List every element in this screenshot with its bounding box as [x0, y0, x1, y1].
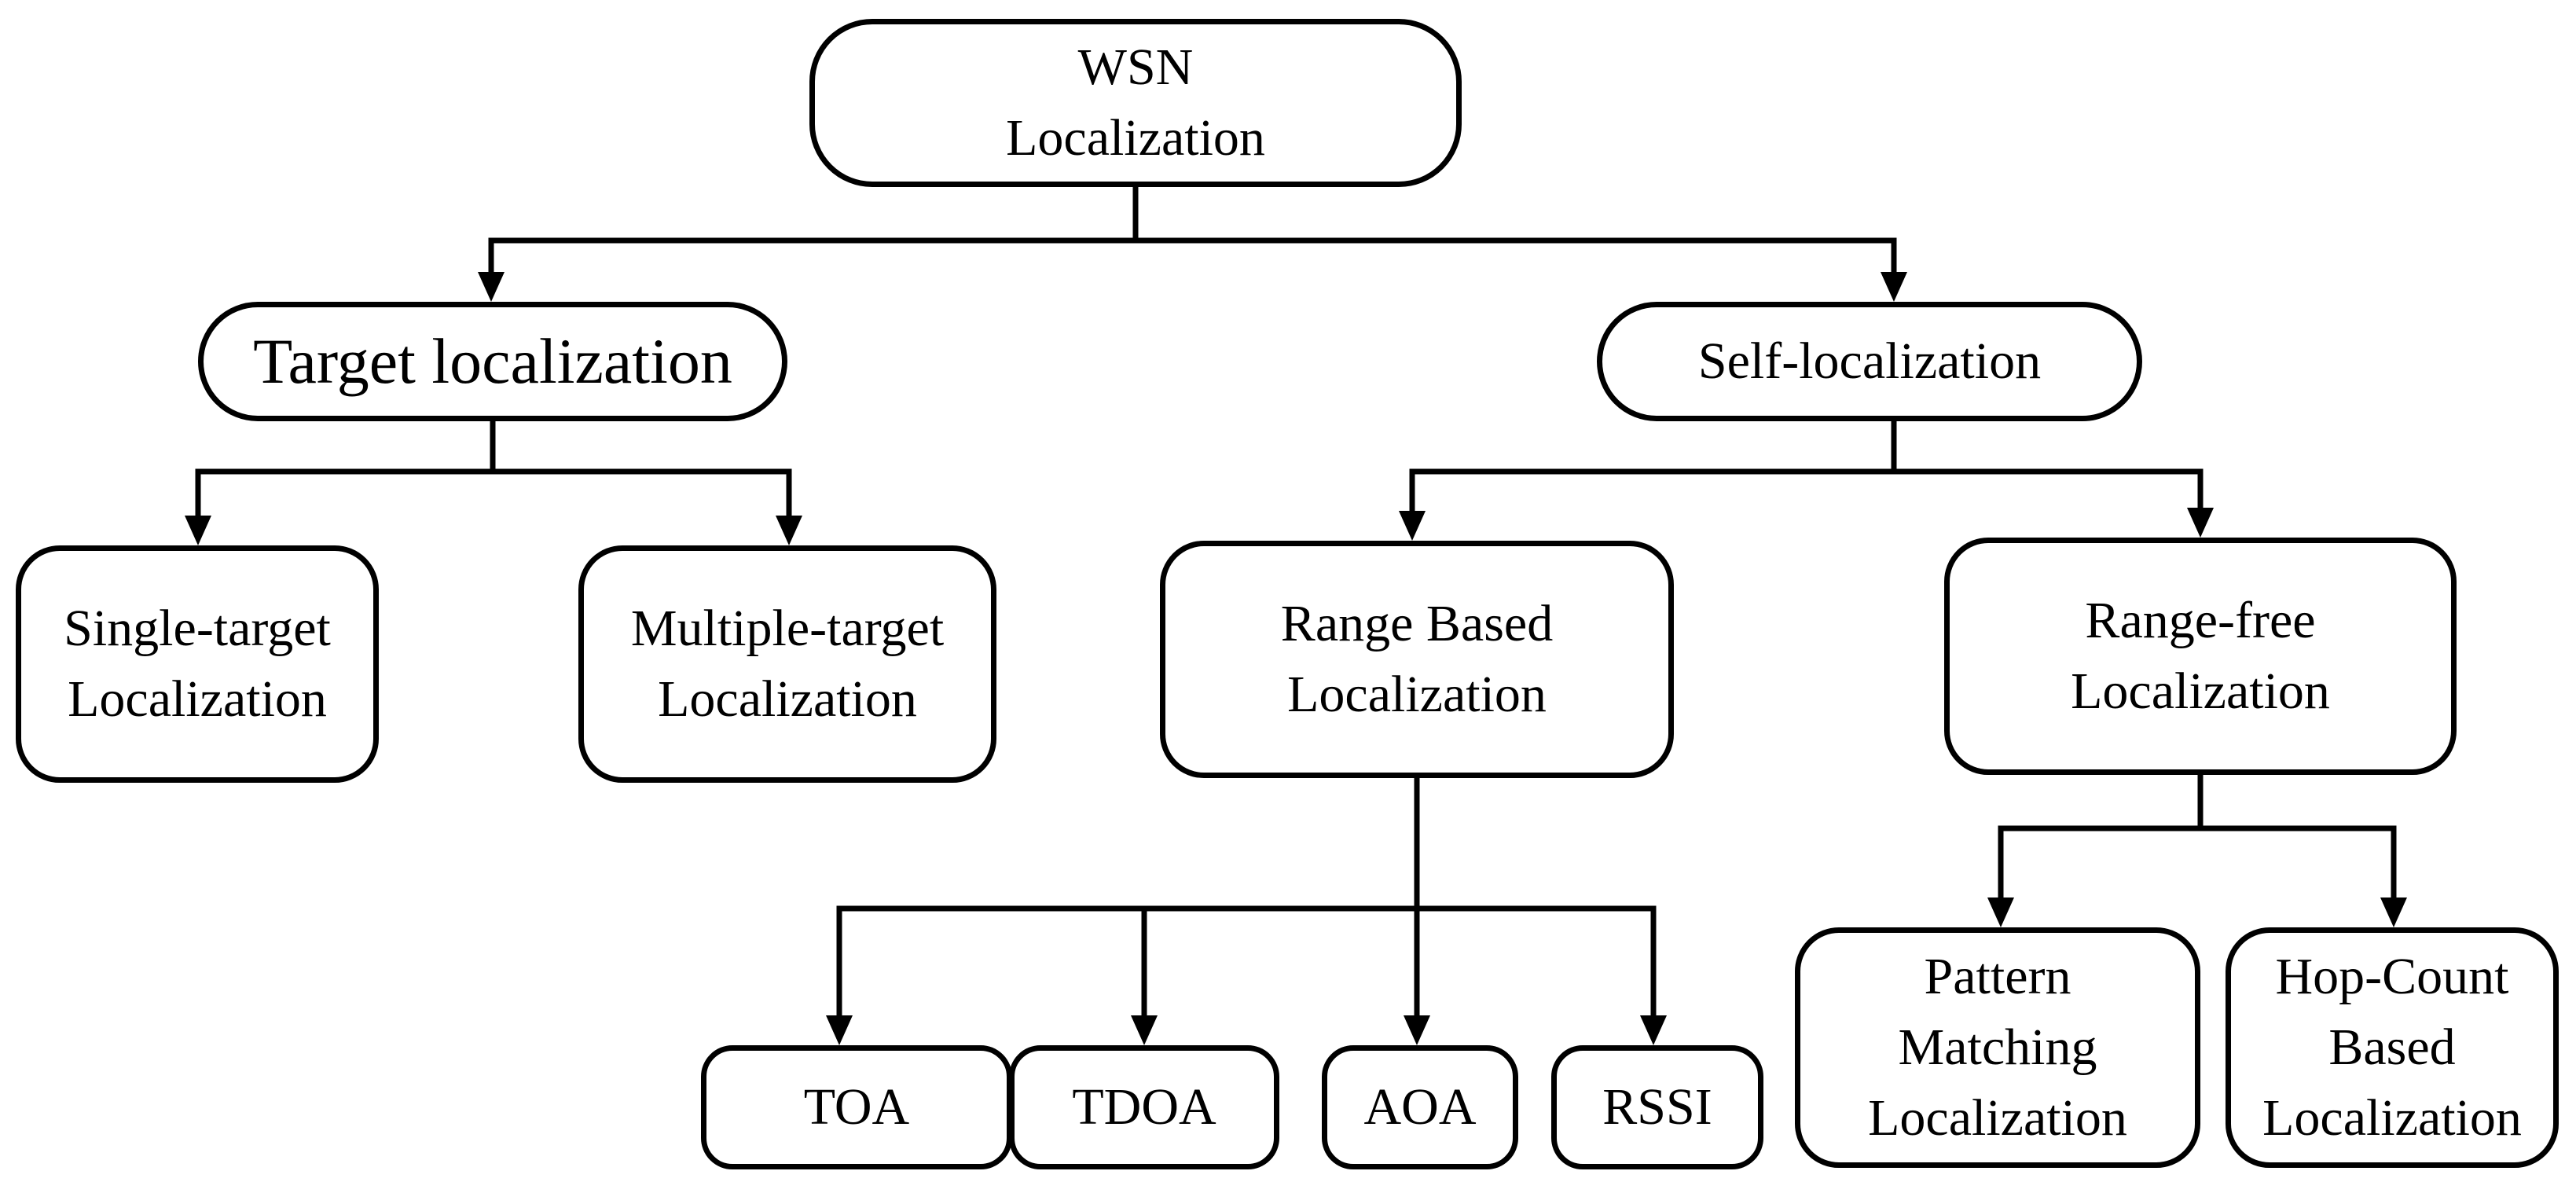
hopcount-line-1: Hop-Count: [2275, 948, 2509, 1005]
arrowhead-range-based: [1399, 511, 1426, 541]
target-localization-label: Target localization: [253, 325, 732, 397]
wsn-localization-node: WSN Localization: [809, 19, 1462, 187]
tdoa-label: TDOA: [1072, 1078, 1216, 1136]
multiple-target-line-1: Multiple-target: [630, 600, 945, 657]
toa-label: TOA: [803, 1078, 910, 1136]
aoa-label: AOA: [1363, 1078, 1477, 1136]
pattern-line-2: Matching: [1898, 1019, 2097, 1076]
rssi-label: RSSI: [1602, 1078, 1712, 1136]
single-target-line-2: Localization: [68, 670, 327, 728]
arrowhead-range-free: [2187, 508, 2214, 538]
target-localization-node: Target localization: [198, 302, 787, 421]
pattern-line-3: Localization: [1868, 1089, 2127, 1147]
single-target-line-1: Single-target: [64, 600, 331, 657]
toa-node: TOA: [701, 1045, 1012, 1169]
arrowhead-pattern: [1987, 898, 2014, 927]
multiple-target-localization-node: Multiple-target Localization: [578, 545, 996, 783]
arrowhead-toa: [826, 1015, 853, 1045]
tdoa-node: TDOA: [1009, 1045, 1279, 1169]
range-based-line-1: Range Based: [1280, 595, 1554, 652]
range-based-localization-node: Range Based Localization: [1160, 541, 1674, 778]
self-localization-label: Self-localization: [1697, 332, 2042, 390]
hop-count-based-localization-node: Hop-Count Based Localization: [2226, 927, 2559, 1168]
arrowhead-multiple: [776, 516, 802, 545]
range-free-line-1: Range-free: [2085, 592, 2316, 649]
rssi-node: RSSI: [1551, 1045, 1763, 1169]
hopcount-line-3: Localization: [2262, 1089, 2522, 1147]
arrowhead-self: [1881, 272, 1907, 302]
arrowhead-hopcount: [2380, 898, 2407, 927]
single-target-localization-node: Single-target Localization: [16, 545, 379, 783]
arrowhead-rssi: [1640, 1015, 1667, 1045]
arrowhead-tdoa: [1131, 1015, 1158, 1045]
arrowhead-aoa: [1404, 1015, 1430, 1045]
arrowhead-target: [478, 272, 505, 302]
range-based-line-2: Localization: [1287, 666, 1547, 723]
multiple-target-line-2: Localization: [658, 670, 917, 728]
aoa-node: AOA: [1322, 1045, 1518, 1169]
range-free-line-2: Localization: [2071, 663, 2330, 720]
wsn-localization-line-1: WSN: [1077, 39, 1194, 96]
hopcount-line-2: Based: [2328, 1019, 2456, 1076]
pattern-matching-localization-node: Pattern Matching Localization: [1795, 927, 2200, 1168]
self-localization-node: Self-localization: [1597, 302, 2142, 421]
pattern-line-1: Pattern: [1924, 948, 2071, 1005]
wsn-localization-line-2: Localization: [1006, 109, 1265, 167]
range-free-localization-node: Range-free Localization: [1944, 538, 2457, 775]
arrowhead-single: [185, 516, 211, 545]
